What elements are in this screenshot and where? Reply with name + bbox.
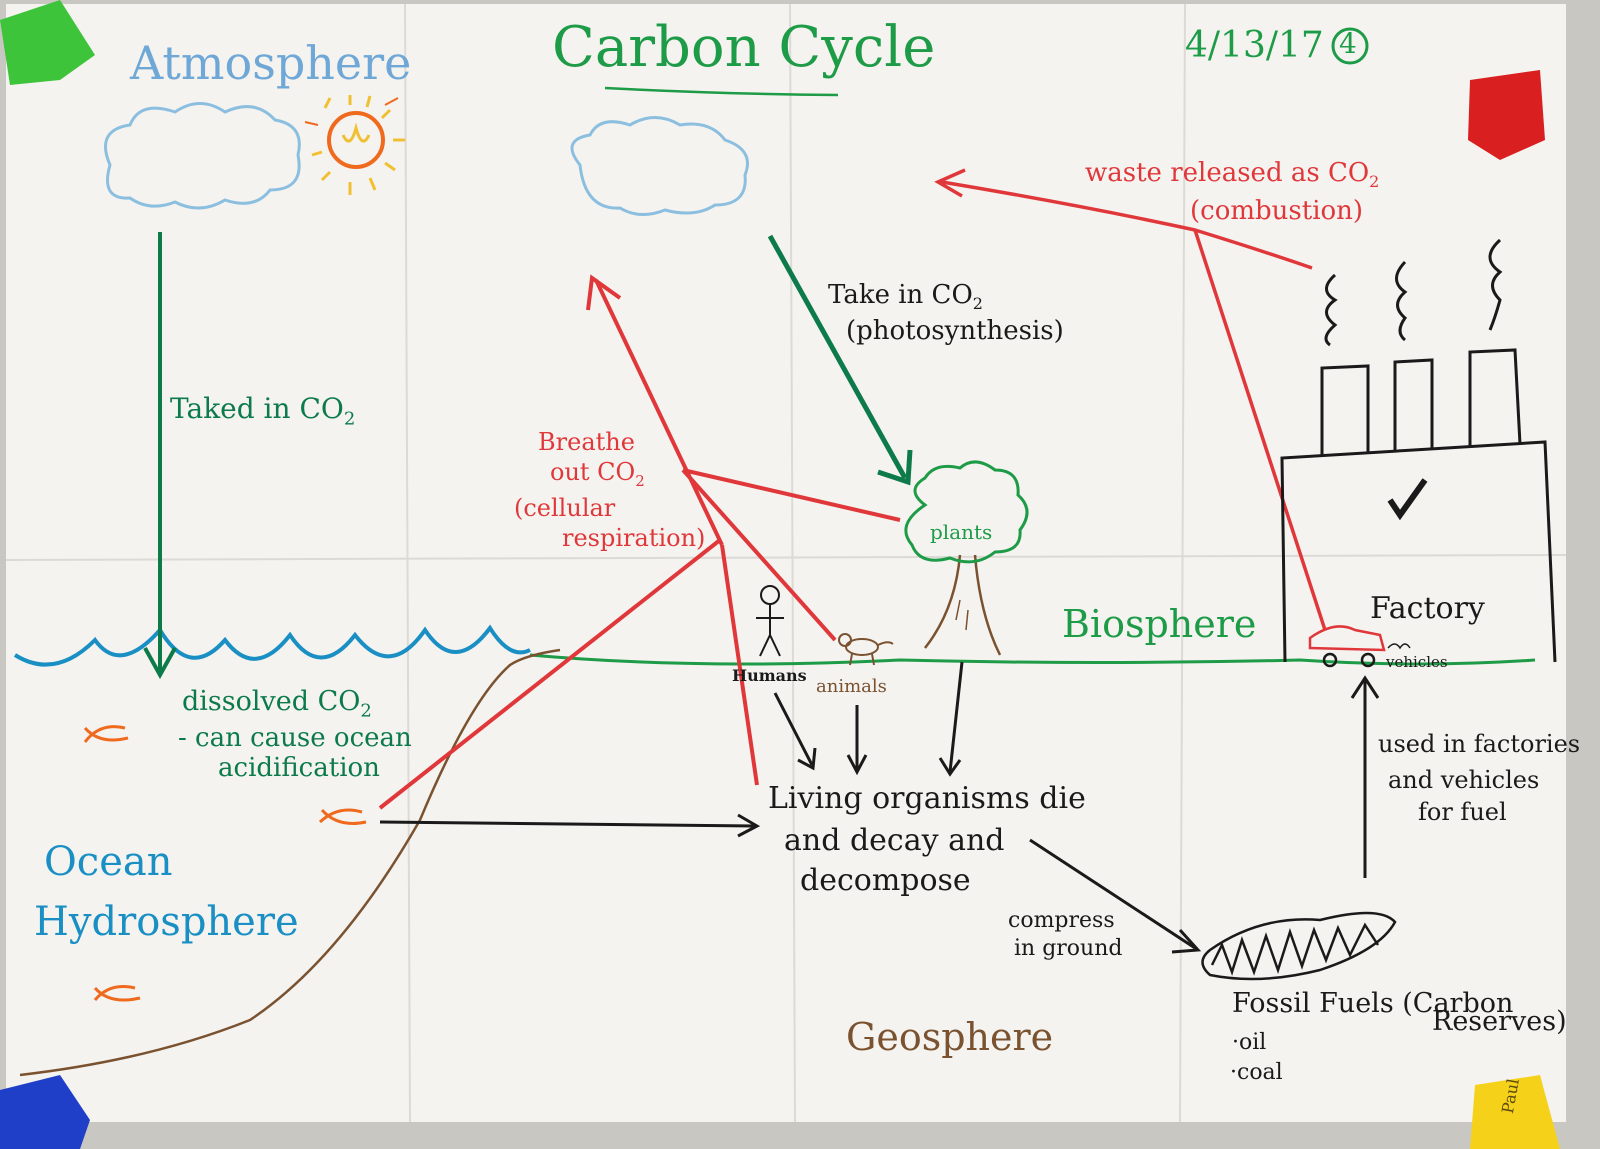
photosynthesis-label: (photosynthesis) bbox=[846, 316, 1064, 346]
arrow-atmosphere-to-ocean bbox=[143, 232, 177, 680]
vehicle-icon bbox=[1308, 625, 1411, 668]
used-line2: and vehicles bbox=[1388, 766, 1540, 794]
poster-paper bbox=[6, 4, 1566, 1122]
arrow-respiration bbox=[378, 274, 901, 810]
green-clip bbox=[0, 0, 95, 85]
take-in-sub: 2 bbox=[972, 294, 983, 314]
take-in-label: Take in CO2 bbox=[828, 282, 983, 312]
plants-label: plants bbox=[930, 520, 993, 544]
arrow-combustion bbox=[934, 168, 1327, 631]
sun-icon bbox=[304, 95, 405, 195]
fossil-line1: Fossil Fuels (Carbon bbox=[1232, 988, 1514, 1019]
taked-in-sub: 2 bbox=[343, 408, 356, 430]
waste-label: waste released as CO2 bbox=[1085, 160, 1379, 190]
paper-folds bbox=[5, 3, 1567, 1123]
dissolved-sub: 2 bbox=[360, 700, 372, 722]
living-line3: decompose bbox=[800, 863, 971, 898]
combustion-label: (combustion) bbox=[1190, 196, 1364, 226]
breathe-out-text: out CO bbox=[550, 458, 636, 486]
take-in-text: Take in CO bbox=[828, 280, 973, 310]
used-line1: used in factories bbox=[1378, 730, 1581, 758]
coal-label: ·coal bbox=[1230, 1060, 1283, 1085]
geosphere-curve bbox=[19, 648, 561, 1077]
poster-date: 4/13/17 bbox=[1185, 25, 1324, 66]
title-underline bbox=[604, 86, 839, 97]
ground-line bbox=[529, 653, 1536, 666]
blue-clip bbox=[0, 1075, 90, 1149]
fossil-line2: Reserves) bbox=[1432, 1006, 1567, 1037]
living-line2: and decay and bbox=[784, 823, 1005, 858]
ocean-label: Ocean bbox=[44, 839, 173, 885]
arrow-photosynthesis bbox=[767, 234, 913, 486]
dissolved-label: dissolved CO2 bbox=[182, 688, 372, 720]
vehicles-label: vehicles bbox=[1386, 653, 1448, 671]
cellular-label: (cellular bbox=[514, 494, 616, 522]
breathe-label: Breathe bbox=[538, 428, 635, 456]
factory-icon bbox=[1280, 238, 1557, 663]
living-line1: Living organisms die bbox=[768, 781, 1086, 816]
arrows-decomposition bbox=[379, 661, 1380, 954]
ocean-waves bbox=[13, 624, 531, 667]
acidification-line1: - can cause ocean bbox=[178, 723, 412, 753]
acidification-line2: acidification bbox=[218, 753, 380, 783]
compress-line1: compress bbox=[1008, 908, 1115, 933]
factory-label: Factory bbox=[1370, 591, 1485, 626]
cloud-center bbox=[570, 116, 749, 216]
fossil-fuel-icon bbox=[1201, 911, 1397, 981]
yellow-clip bbox=[1470, 1075, 1560, 1149]
compress-line2: in ground bbox=[1014, 936, 1123, 961]
dissolved-text: dissolved CO bbox=[182, 686, 361, 717]
used-line3: for fuel bbox=[1418, 798, 1507, 826]
poster-number: 4 bbox=[1339, 27, 1357, 60]
geosphere-label: Geosphere bbox=[846, 1015, 1054, 1059]
biosphere-label: Biosphere bbox=[1062, 602, 1257, 646]
fish-icons bbox=[83, 725, 367, 1002]
humans-label: Humans bbox=[732, 666, 807, 685]
respiration-label: respiration) bbox=[562, 524, 706, 552]
waste-text: waste released as CO bbox=[1085, 158, 1370, 188]
cloud-left bbox=[104, 102, 301, 210]
waste-sub: 2 bbox=[1369, 172, 1380, 192]
tree-icon bbox=[904, 460, 1029, 656]
breathe-out-label: out CO2 bbox=[550, 460, 645, 489]
taked-in-text: Taked in CO bbox=[170, 392, 344, 425]
oil-label: ·oil bbox=[1232, 1030, 1267, 1055]
atmosphere-label: Atmosphere bbox=[130, 36, 412, 90]
human-icon bbox=[756, 585, 784, 657]
taked-in-label: Taked in CO2 bbox=[170, 395, 355, 429]
animals-label: animals bbox=[816, 676, 887, 697]
page-number-circle bbox=[1331, 27, 1369, 65]
red-clip bbox=[1468, 70, 1545, 160]
poster-title: Carbon Cycle bbox=[552, 15, 936, 80]
animal-icon bbox=[838, 633, 894, 666]
breathe-out-sub: 2 bbox=[635, 471, 645, 490]
hydrosphere-label: Hydrosphere bbox=[34, 899, 299, 945]
